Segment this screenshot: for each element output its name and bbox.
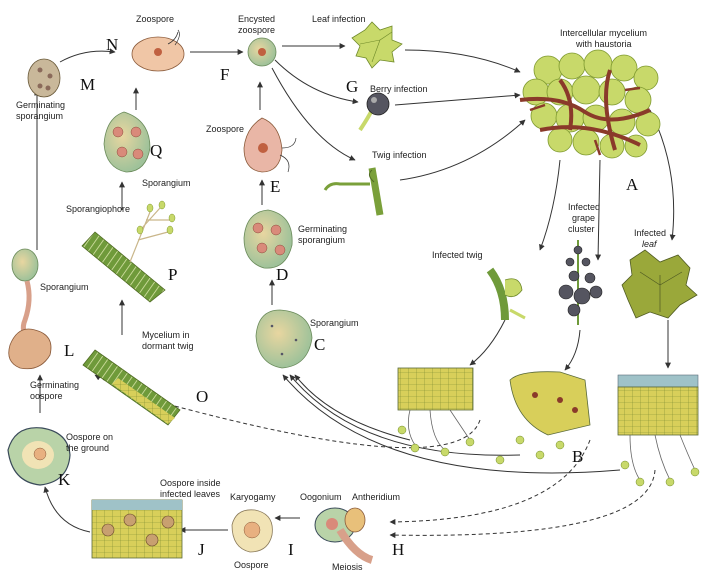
label-twig-infection: Twig infection: [372, 150, 427, 160]
letter-e: E: [270, 177, 280, 196]
label-infected-leaf-1: Infected: [634, 228, 666, 238]
label-karyogamy: Karyogamy: [230, 492, 276, 502]
label-oospore-ground-2: the ground: [66, 443, 109, 453]
label-infected-grape-2: grape: [572, 213, 595, 223]
label-antheridium: Antheridium: [352, 492, 400, 502]
sporangium-q-illustration: [103, 111, 151, 173]
oogonium-antheridium-illustration: [314, 507, 374, 564]
label-infected-twig: Infected twig: [432, 250, 483, 260]
label-berry-infection: Berry infection: [370, 84, 428, 94]
letter-k: K: [58, 470, 71, 489]
label-germinating-sporangium-d-2: sporangium: [298, 235, 345, 245]
label-germinating-oospore-1: Germinating: [30, 380, 79, 390]
letter-c: C: [314, 335, 325, 354]
berry-infection-illustration: [358, 92, 390, 132]
letter-f: F: [220, 65, 229, 84]
letter-b: B: [572, 447, 583, 466]
label-encysted-2: zoospore: [238, 25, 275, 35]
label-germinating-sporangium-m-2: sporangium: [16, 111, 63, 121]
text-labels: Zoospore Encysted zoospore Leaf infectio…: [16, 14, 666, 572]
label-oospore-inside-2: infected leaves: [160, 489, 221, 499]
letter-m: M: [80, 75, 95, 94]
label-leaf-infection: Leaf infection: [312, 14, 366, 24]
intercellular-mycelium-illustration: [519, 49, 661, 159]
germinating-sporangium-m-illustration: [27, 58, 61, 98]
oospore-ground-illustration: [7, 427, 71, 486]
label-infected-grape-3: cluster: [568, 224, 595, 234]
leaf-infection-illustration: [351, 21, 403, 69]
leaf-cross-section-illustration: [617, 374, 700, 487]
infected-grape-cluster-illustration: [558, 240, 603, 325]
letter-o: O: [196, 387, 208, 406]
label-sporangium-c: Sporangium: [310, 318, 359, 328]
oospore-inside-leaves-illustration: [91, 499, 183, 559]
letter-a: A: [626, 175, 639, 194]
letter-n: N: [106, 35, 118, 54]
cycle-arrows: [34, 43, 676, 539]
label-germinating-sporangium-m-1: Germinating: [16, 100, 65, 110]
letter-l: L: [64, 341, 74, 360]
twig-infection-illustration: [323, 167, 384, 216]
twig-cross-section-illustration: [397, 367, 475, 457]
label-oospore-inside-1: Oospore inside: [160, 478, 221, 488]
label-infected-leaf-2: leaf: [642, 239, 658, 249]
letter-h: H: [392, 540, 404, 559]
stage-letters: A B C D E F G H I J K L M N O P Q: [58, 35, 639, 559]
label-oospore-i: Oospore: [234, 560, 269, 570]
label-encysted-1: Encysted: [238, 14, 275, 24]
germinating-oospore-illustration: [8, 248, 52, 370]
berry-cross-section-illustration: [495, 371, 591, 465]
label-mycelium-dormant-1: Mycelium in: [142, 330, 190, 340]
letter-d: D: [276, 265, 288, 284]
dormant-twig-illustration: [82, 349, 181, 426]
encysted-zoospore-illustration: [247, 37, 277, 67]
letter-i: I: [288, 540, 294, 559]
label-sporangiophore: Sporangiophore: [66, 204, 130, 214]
label-mycelium-dormant-2: dormant twig: [142, 341, 194, 351]
label-germinating-sporangium-d-1: Germinating: [298, 224, 347, 234]
label-germinating-oospore-2: oospore: [30, 391, 63, 401]
sporangium-c-illustration: [255, 309, 313, 369]
sporangiophore-illustration: [81, 200, 176, 303]
zoospore-e-illustration: [243, 117, 297, 173]
letter-p: P: [168, 265, 177, 284]
letter-q: Q: [150, 141, 162, 160]
label-intercellular-2: with haustoria: [575, 39, 632, 49]
label-zoospore-n: Zoospore: [136, 14, 174, 24]
oospore-i-illustration: [231, 509, 273, 553]
label-intercellular-1: Intercellular mycelium: [560, 28, 647, 38]
infected-leaf-illustration: [621, 249, 698, 319]
letter-g: G: [346, 77, 358, 96]
infected-twig-illustration: [486, 267, 526, 321]
letter-j: J: [198, 540, 205, 559]
label-meiosis: Meiosis: [332, 562, 363, 572]
germinating-sporangium-d-illustration: [243, 209, 293, 269]
label-sporangium-p: Sporangium: [142, 178, 191, 188]
zoospore-n-illustration: [131, 29, 185, 72]
label-zoospore-e: Zoospore: [206, 124, 244, 134]
label-oogonium: Oogonium: [300, 492, 342, 502]
label-sporangium-l: Sporangium: [40, 282, 89, 292]
label-oospore-ground-1: Oospore on: [66, 432, 113, 442]
label-infected-grape-1: Infected: [568, 202, 600, 212]
